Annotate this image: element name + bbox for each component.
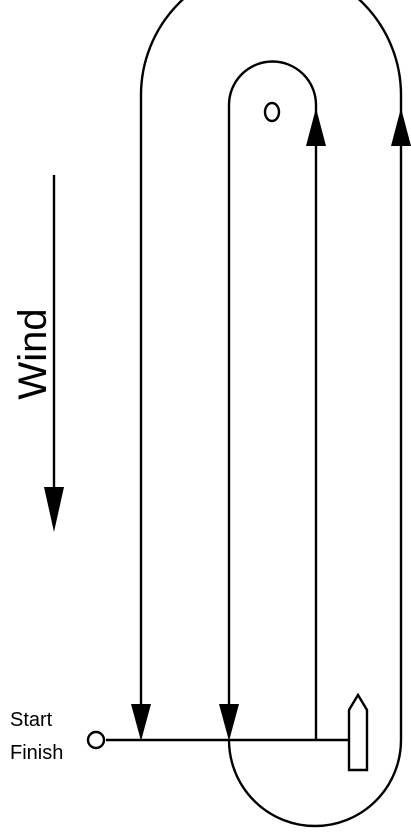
downwind-arrowhead-outer — [131, 704, 151, 741]
upwind-arrowhead-inner — [306, 108, 326, 146]
finish-label: Finish — [10, 742, 63, 764]
inner-course-loop — [227, 60, 318, 720]
lower-course-arc — [227, 145, 403, 828]
committee-boat-icon — [347, 692, 369, 772]
arrow-down-icon — [44, 487, 64, 532]
upwind-arrowhead-outer — [391, 108, 411, 146]
wind-label: Wind — [11, 308, 55, 399]
start-label: Start — [10, 709, 53, 731]
top-mark-circle-icon — [263, 101, 281, 123]
pin-end-circle-icon — [86, 730, 106, 750]
downwind-arrowhead-inner — [219, 704, 239, 741]
outer-course-loop — [139, 0, 403, 720]
